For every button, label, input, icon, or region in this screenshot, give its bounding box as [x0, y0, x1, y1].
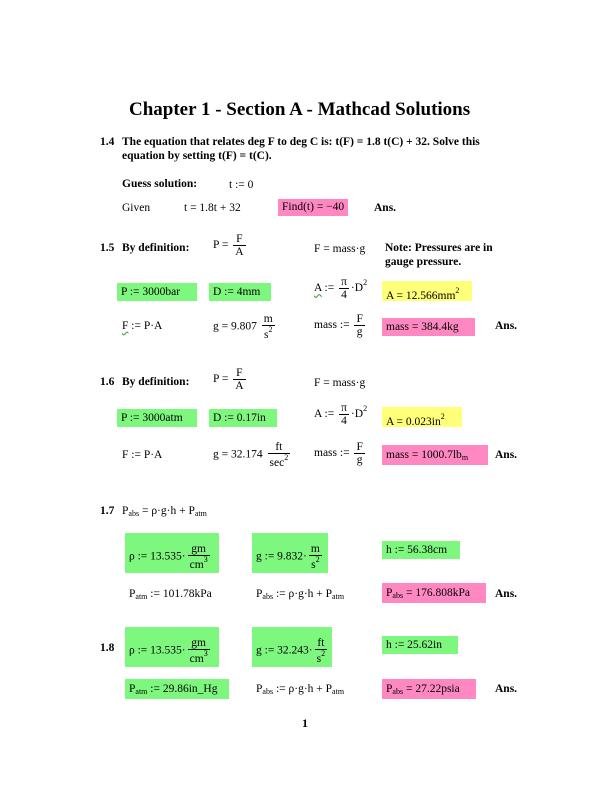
problem-number-1-6: 1.6	[100, 376, 115, 388]
problem-number-1-8: 1.8	[100, 642, 115, 654]
page-title: Chapter 1 - Section A - Mathcad Solution…	[129, 99, 471, 120]
force-assignment: F := P·A	[122, 320, 163, 332]
absolute-pressure-equation: Pabs = ρ·g·h + Patm	[122, 505, 207, 518]
ans-label: Ans.	[374, 202, 397, 214]
absolute-pressure-result: Pabs = 176.808kPa	[382, 583, 486, 603]
height-input: h := 25.62in	[382, 636, 458, 654]
problem-text-line1: The equation that relates deg F to deg C…	[122, 136, 480, 148]
area-result: A = 12.566mm2	[382, 281, 472, 302]
note-line2: gauge pressure.	[385, 256, 462, 268]
problem-number-1-4: 1.4	[100, 136, 115, 148]
problem-text-line2: equation by setting t(F) = t(C).	[122, 150, 272, 162]
ans-label: Ans.	[495, 449, 518, 461]
page-number: 1	[302, 716, 308, 730]
guess-expression: t := 0	[229, 179, 254, 191]
problem-number-1-5: 1.5	[100, 242, 115, 254]
definition-label: By definition:	[122, 376, 190, 388]
force-definition: F = mass·g	[314, 377, 366, 389]
atmospheric-pressure-input: Patm := 29.86in_Hg	[125, 679, 229, 699]
ans-label: Ans.	[495, 588, 518, 600]
ans-label: Ans.	[495, 320, 518, 332]
absolute-pressure-definition: Pabs := ρ·g·h + Patm	[256, 683, 345, 696]
problem-number-1-7: 1.7	[100, 505, 115, 517]
area-result: A = 0.023in2	[382, 407, 462, 428]
pressure-input: P := 3000atm	[117, 409, 197, 427]
diameter-input: D := 0.17in	[209, 409, 277, 427]
mass-result: mass = 384.4kg	[382, 318, 475, 336]
mass-result: mass = 1000.7lbm	[382, 445, 488, 465]
find-result: Find(t) = −40	[278, 199, 349, 216]
height-input: h := 56.38cm	[382, 541, 460, 559]
definition-label: By definition:	[122, 242, 190, 254]
force-definition: F = mass·g	[314, 243, 366, 255]
absolute-pressure-definition: Pabs := ρ·g·h + Patm	[256, 588, 345, 601]
guess-label: Guess solution:	[122, 178, 198, 190]
given-expression: t = 1.8t + 32	[184, 202, 241, 214]
atmospheric-pressure-value: Patm := 101.78kPa	[129, 588, 212, 601]
ans-label: Ans.	[495, 683, 518, 695]
absolute-pressure-result: Pabs = 27.22psia	[382, 679, 476, 699]
note-line1: Note: Pressures are in	[385, 242, 493, 254]
pressure-input: P := 3000bar	[117, 283, 197, 301]
diameter-input: D := 4mm	[209, 283, 271, 301]
given-keyword: Given	[122, 202, 151, 214]
force-assignment: F := P·A	[122, 449, 163, 461]
